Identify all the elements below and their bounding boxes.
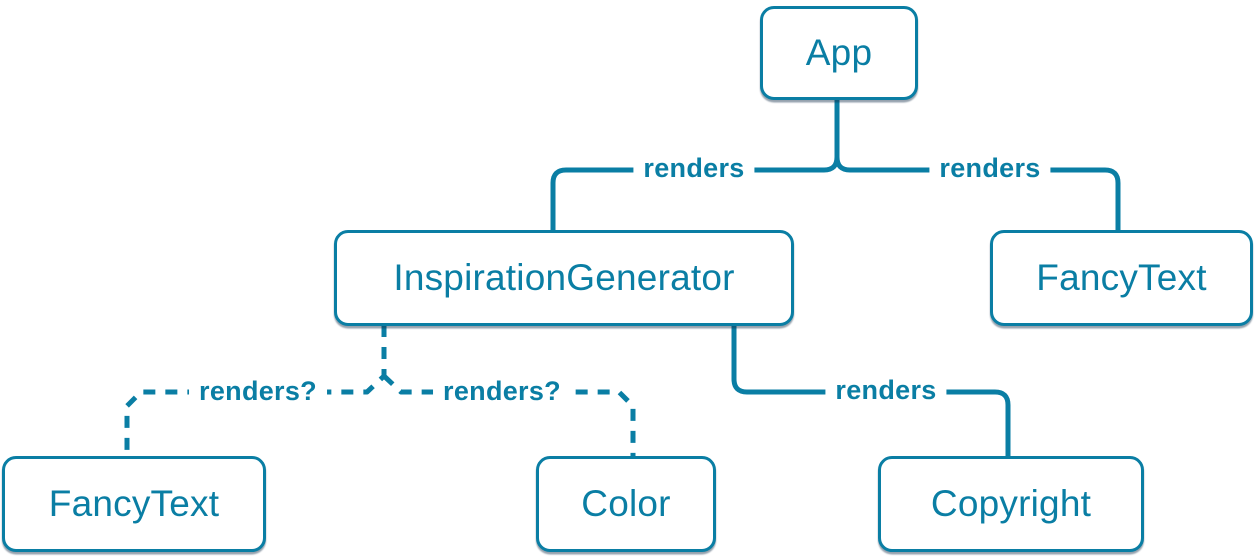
node-fancy-text-bottom-label: FancyText <box>48 483 220 524</box>
edge-label-inspirationgenerator-copyright: renders <box>825 375 947 406</box>
node-fancy-text-top-label: FancyText <box>1036 257 1207 298</box>
edge-label-app-fancytext: renders <box>929 153 1051 184</box>
node-color: Color <box>536 456 716 552</box>
node-color-label: Color <box>581 483 671 524</box>
node-copyright: Copyright <box>878 456 1144 552</box>
node-inspiration-generator: InspirationGenerator <box>334 230 794 326</box>
node-app: App <box>760 6 918 100</box>
edge-label-app-inspirationgenerator: renders <box>633 153 755 184</box>
edge-label-inspirationgenerator-fancytext: renders? <box>189 376 327 407</box>
node-app-label: App <box>805 32 873 73</box>
edge-label-inspirationgenerator-color: renders? <box>433 376 571 407</box>
node-inspiration-generator-label: InspirationGenerator <box>393 257 735 298</box>
node-fancy-text-bottom: FancyText <box>2 456 266 552</box>
node-fancy-text-top: FancyText <box>990 230 1253 326</box>
node-copyright-label: Copyright <box>930 483 1092 524</box>
